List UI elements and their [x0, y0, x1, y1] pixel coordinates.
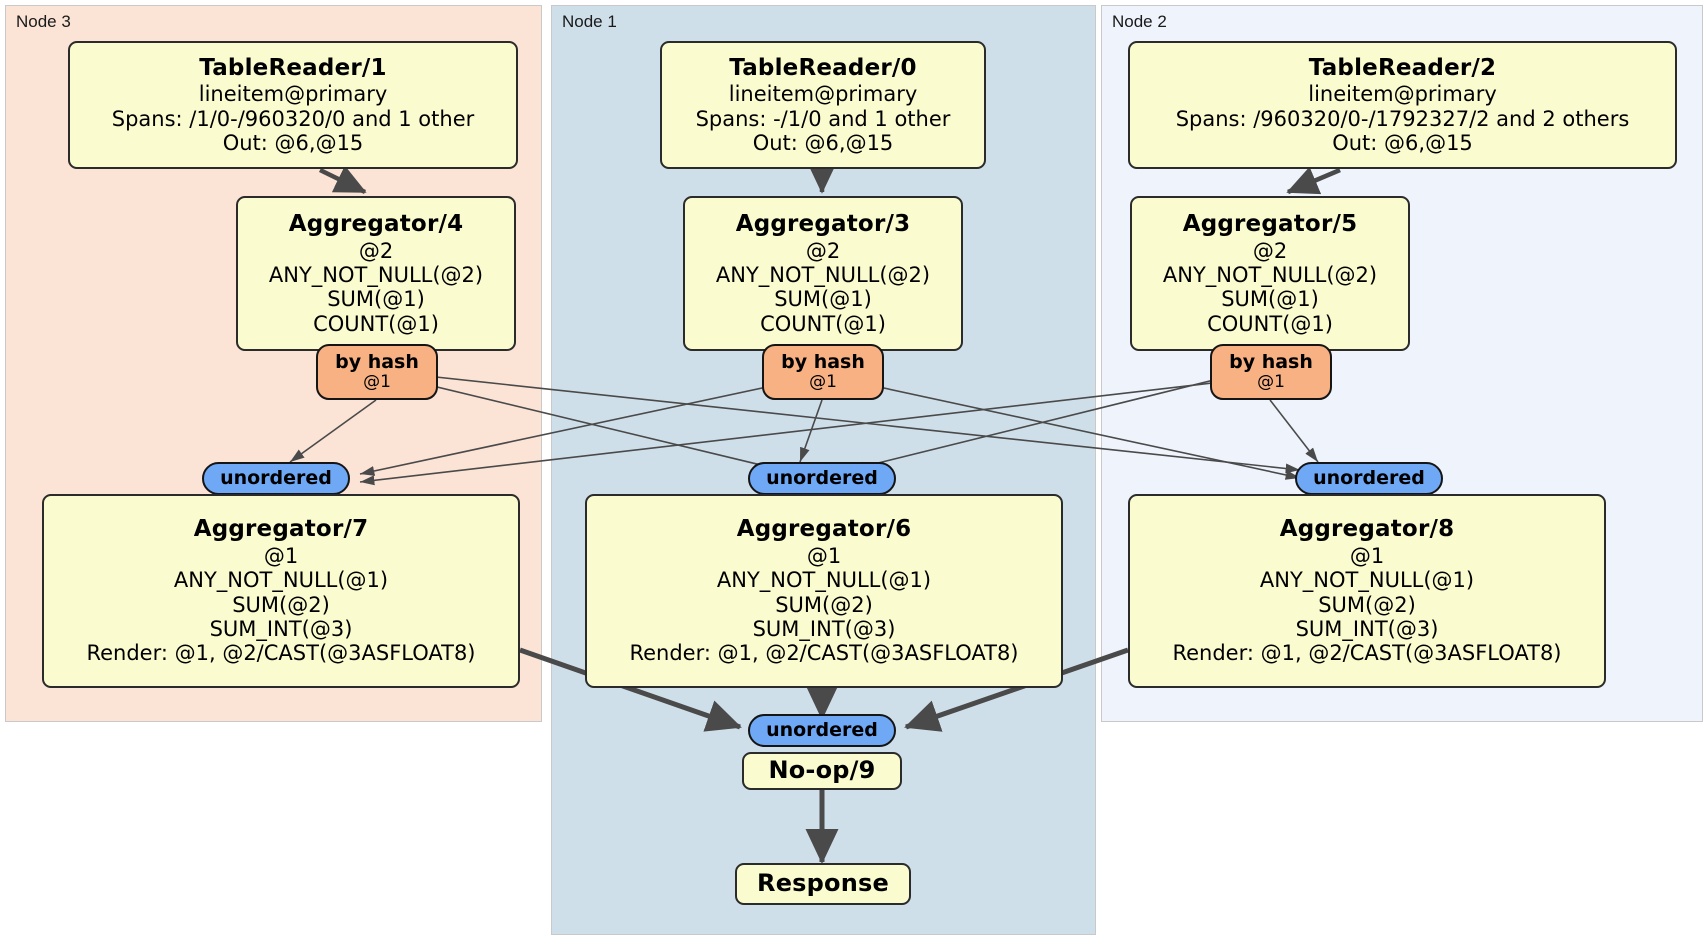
- input-sync-badge-unordered[interactable]: unordered: [748, 714, 896, 747]
- badge-title: unordered: [766, 466, 878, 489]
- badge-sub: @1: [1257, 372, 1285, 393]
- processor-line: SUM(@1): [774, 287, 872, 312]
- processor-title: TableReader/0: [729, 54, 917, 81]
- processor-line: Render: @1, @2/CAST(@3ASFLOAT8): [86, 641, 476, 666]
- processor-box-aggregator-5[interactable]: Aggregator/5 @2 ANY_NOT_NULL(@2) SUM(@1)…: [1130, 196, 1410, 351]
- processor-line: SUM_INT(@3): [209, 617, 353, 642]
- processor-title: Aggregator/5: [1182, 210, 1358, 237]
- processor-line: Spans: /960320/0-/1792327/2 and 2 others: [1175, 106, 1630, 131]
- processor-title: Aggregator/3: [735, 210, 911, 237]
- processor-box-tablereader-0[interactable]: TableReader/0 lineitem@primary Spans: -/…: [660, 41, 986, 169]
- processor-box-tablereader-2[interactable]: TableReader/2 lineitem@primary Spans: /9…: [1128, 41, 1677, 169]
- processor-line: SUM(@2): [775, 592, 873, 617]
- processor-box-noop-9[interactable]: No-op/9: [742, 752, 902, 790]
- badge-sub: @1: [363, 372, 391, 393]
- processor-line: Out: @6,@15: [1332, 131, 1473, 156]
- badge-title: unordered: [1313, 466, 1425, 489]
- processor-line: ANY_NOT_NULL(@1): [716, 568, 932, 593]
- processor-line: SUM_INT(@3): [752, 617, 896, 642]
- processor-title: Aggregator/8: [1279, 516, 1455, 543]
- output-router-badge-by-hash[interactable]: by hash @1: [1210, 344, 1332, 400]
- processor-title: Aggregator/7: [193, 516, 369, 543]
- processor-line: @2: [358, 238, 394, 263]
- processor-line: SUM(@1): [1221, 287, 1319, 312]
- badge-title: unordered: [766, 718, 878, 741]
- processor-box-aggregator-6[interactable]: Aggregator/6 @1 ANY_NOT_NULL(@1) SUM(@2)…: [585, 494, 1063, 688]
- output-router-badge-by-hash[interactable]: by hash @1: [316, 344, 438, 400]
- output-router-badge-by-hash[interactable]: by hash @1: [762, 344, 884, 400]
- processor-line: COUNT(@1): [1207, 311, 1333, 336]
- processor-line: @1: [806, 543, 842, 568]
- processor-line: Out: @6,@15: [222, 131, 364, 156]
- processor-line: @1: [263, 543, 299, 568]
- processor-title: Response: [757, 868, 889, 897]
- processor-line: SUM(@2): [1318, 592, 1416, 617]
- processor-box-response[interactable]: Response: [735, 863, 911, 905]
- processor-line: @2: [805, 238, 841, 263]
- processor-line: lineitem@primary: [1308, 82, 1497, 107]
- processor-title: TableReader/2: [1308, 54, 1497, 81]
- node-panel-label: Node 1: [562, 12, 617, 31]
- input-sync-badge-unordered[interactable]: unordered: [202, 462, 350, 495]
- processor-line: Spans: /1/0-/960320/0 and 1 other: [111, 106, 475, 131]
- input-sync-badge-unordered[interactable]: unordered: [748, 462, 896, 495]
- processor-title: Aggregator/4: [288, 210, 464, 237]
- processor-line: Out: @6,@15: [752, 131, 894, 156]
- processor-line: Render: @1, @2/CAST(@3ASFLOAT8): [1172, 641, 1562, 666]
- badge-sub: @1: [809, 372, 837, 393]
- processor-line: ANY_NOT_NULL(@2): [268, 262, 484, 287]
- processor-line: lineitem@primary: [198, 82, 388, 107]
- processor-line: ANY_NOT_NULL(@1): [173, 568, 389, 593]
- processor-line: ANY_NOT_NULL(@1): [1259, 568, 1475, 593]
- processor-title: Aggregator/6: [736, 516, 912, 543]
- node-panel-label: Node 3: [16, 12, 71, 31]
- processor-title: TableReader/1: [199, 54, 387, 81]
- processor-box-aggregator-7[interactable]: Aggregator/7 @1 ANY_NOT_NULL(@1) SUM(@2)…: [42, 494, 520, 688]
- processor-box-aggregator-3[interactable]: Aggregator/3 @2 ANY_NOT_NULL(@2) SUM(@1)…: [683, 196, 963, 351]
- badge-title: unordered: [220, 466, 332, 489]
- badge-title: by hash: [1229, 350, 1313, 373]
- processor-line: @1: [1349, 543, 1385, 568]
- processor-line: SUM(@2): [232, 592, 330, 617]
- badge-title: by hash: [335, 350, 419, 373]
- processor-title: No-op/9: [768, 755, 876, 784]
- node-panel-label: Node 2: [1112, 12, 1167, 31]
- input-sync-badge-unordered[interactable]: unordered: [1295, 462, 1443, 495]
- processor-line: @2: [1252, 238, 1288, 263]
- processor-line: ANY_NOT_NULL(@2): [715, 262, 931, 287]
- processor-line: SUM(@1): [327, 287, 425, 312]
- processor-line: Render: @1, @2/CAST(@3ASFLOAT8): [629, 641, 1019, 666]
- processor-line: COUNT(@1): [313, 311, 439, 336]
- processor-box-aggregator-4[interactable]: Aggregator/4 @2 ANY_NOT_NULL(@2) SUM(@1)…: [236, 196, 516, 351]
- processor-line: ANY_NOT_NULL(@2): [1162, 262, 1378, 287]
- processor-box-aggregator-8[interactable]: Aggregator/8 @1 ANY_NOT_NULL(@1) SUM(@2)…: [1128, 494, 1606, 688]
- processor-line: SUM_INT(@3): [1295, 617, 1439, 642]
- processor-line: lineitem@primary: [728, 82, 918, 107]
- processor-box-tablereader-1[interactable]: TableReader/1 lineitem@primary Spans: /1…: [68, 41, 518, 169]
- processor-line: COUNT(@1): [760, 311, 886, 336]
- processor-line: Spans: -/1/0 and 1 other: [695, 106, 951, 131]
- badge-title: by hash: [781, 350, 865, 373]
